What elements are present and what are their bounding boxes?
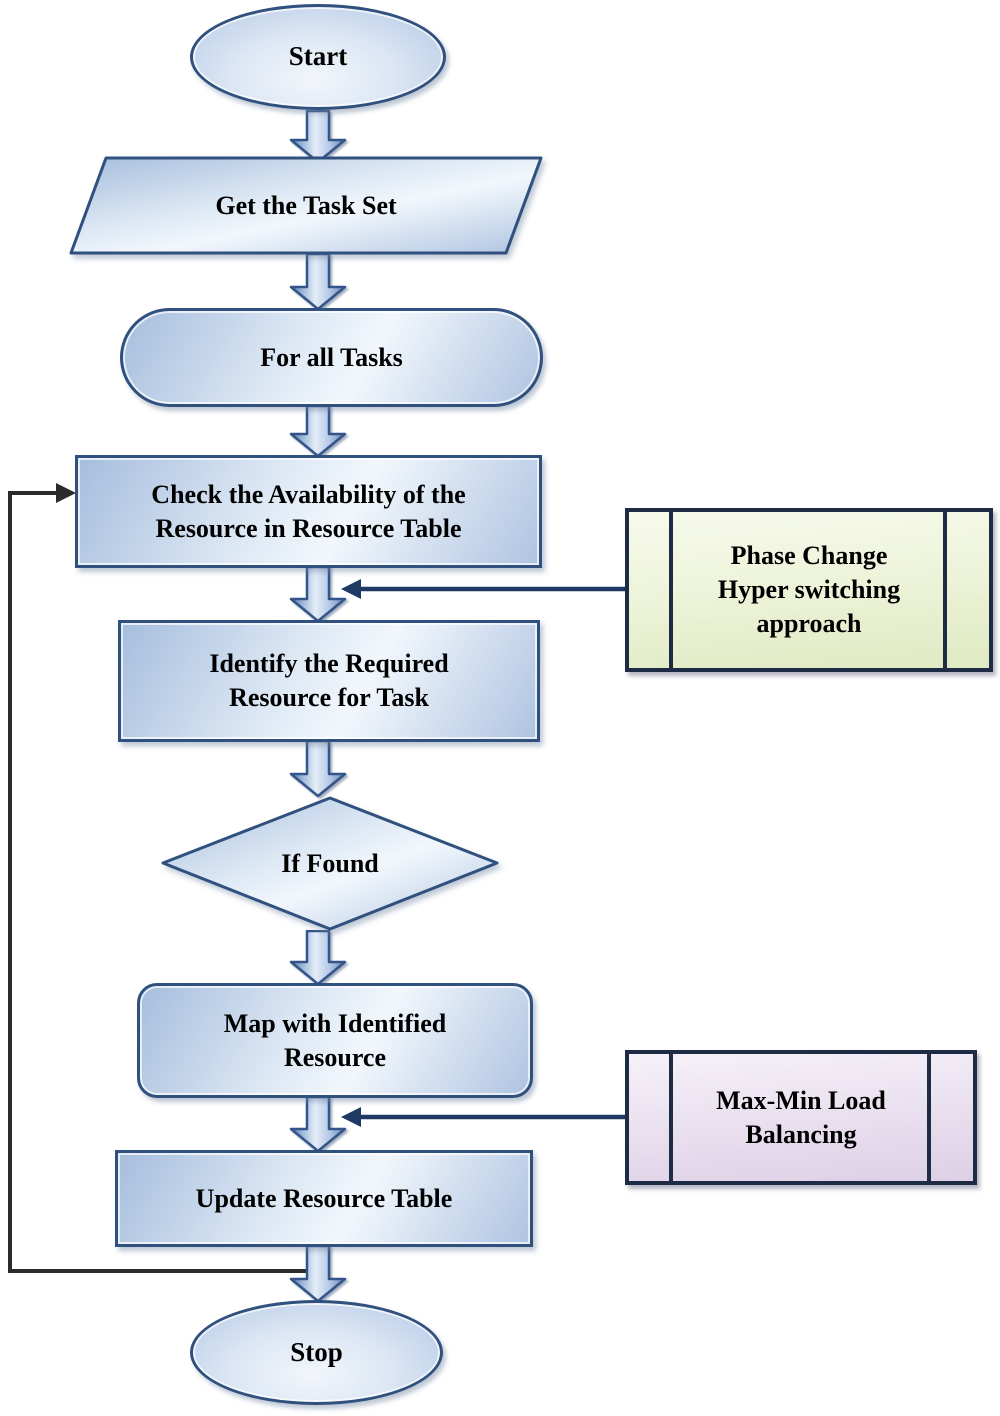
node-update-table-label: Update Resource Table xyxy=(195,1183,453,1213)
parallelogram-shape xyxy=(69,156,543,255)
node-map-resource-label: Map with Identified Resource xyxy=(223,1008,447,1072)
down-arrow-icon xyxy=(289,405,347,457)
decision-diamond-shape xyxy=(161,796,499,931)
annotation-phase-change: Phase Change Hyper switching approach xyxy=(625,508,993,672)
node-identify-resource-label: Identify the Required Resource for Task xyxy=(209,649,449,712)
phase-change-arrowhead-icon xyxy=(341,579,361,599)
max-min-arrowhead-icon xyxy=(341,1107,361,1127)
down-arrow-icon xyxy=(289,740,347,797)
annotation-side-bar xyxy=(943,512,947,668)
down-arrow-icon xyxy=(289,566,347,622)
node-get-task-set: Get the Task Set xyxy=(68,156,544,255)
down-arrow-icon xyxy=(289,253,347,310)
annotation-phase-change-label: Phase Change Hyper switching approach xyxy=(717,541,901,638)
node-stop-label: Stop xyxy=(290,1336,343,1367)
down-arrow-icon xyxy=(289,1245,347,1302)
node-check-availability-label: Check the Availability of the Resource i… xyxy=(151,479,466,543)
node-if-found-label: If Found xyxy=(281,848,379,878)
feedback-loop-line xyxy=(8,491,312,1273)
node-get-task-set-label: Get the Task Set xyxy=(215,190,397,220)
annotation-max-min-label: Max-Min Load Balancing xyxy=(716,1085,886,1149)
down-arrow-icon xyxy=(289,110,347,163)
node-update-table: Update Resource Table xyxy=(115,1150,533,1247)
feedback-loop-arrowhead-icon xyxy=(56,483,76,503)
down-arrow-icon xyxy=(289,1096,347,1152)
node-map-resource: Map with Identified Resource xyxy=(137,983,533,1098)
node-if-found: If Found xyxy=(160,795,500,932)
annotation-max-min: Max-Min Load Balancing xyxy=(625,1050,977,1185)
node-check-availability: Check the Availability of the Resource i… xyxy=(75,455,542,568)
node-start-label: Start xyxy=(288,41,348,72)
node-identify-resource: Identify the Required Resource for Task xyxy=(118,620,540,742)
down-arrow-icon xyxy=(289,930,347,985)
annotation-side-bar xyxy=(669,1054,673,1181)
node-for-all-tasks: For all Tasks xyxy=(120,308,543,407)
node-for-all-tasks-label: For all Tasks xyxy=(260,342,403,372)
node-start: Start xyxy=(190,4,446,110)
node-stop: Stop xyxy=(190,1300,443,1405)
annotation-side-bar xyxy=(669,512,673,668)
annotation-side-bar xyxy=(927,1054,931,1181)
